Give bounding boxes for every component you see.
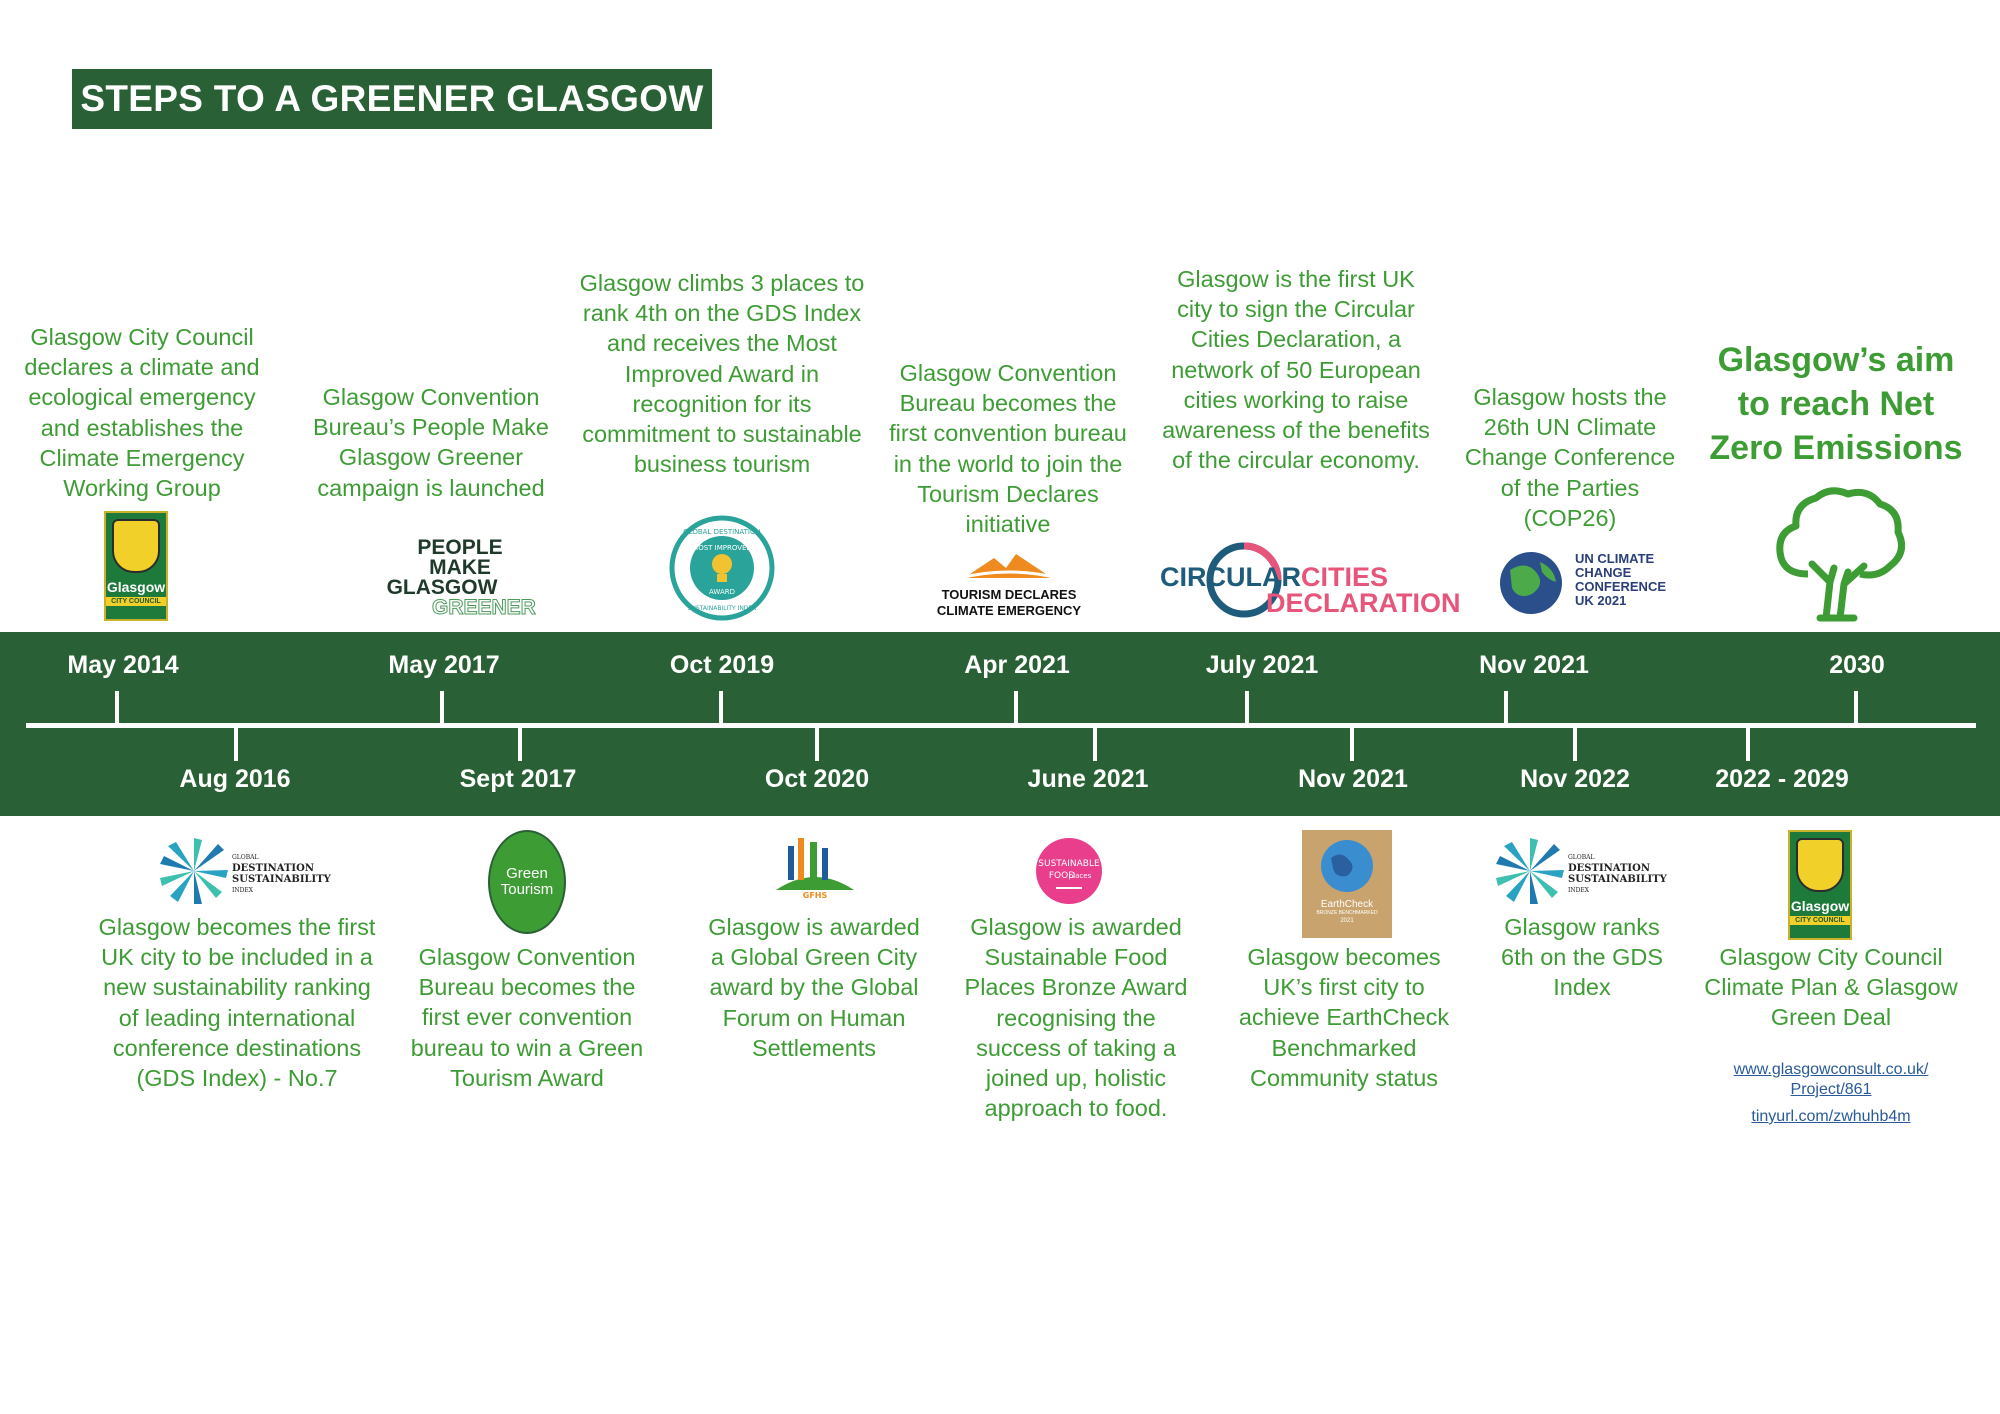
tick-nov-2022 [1573, 727, 1577, 761]
gds-index-logo: GLOBAL DESTINATION SUSTAINABILITY INDEX [1494, 836, 1674, 906]
earth-icon [1321, 840, 1373, 892]
circular-cities-declaration-logo: CIRCULARCITIES DECLARATION [1160, 540, 1460, 620]
tick-june-2021 [1093, 727, 1097, 761]
glasgow-city-council-logo: Glasgow CITY COUNCIL [104, 511, 168, 621]
page-title: STEPS TO A GREENER GLASGOW [72, 69, 712, 129]
event-2022-2029: Glasgow City Council Climate Plan & Glas… [1704, 944, 1958, 1031]
tick-sept-2017 [518, 727, 522, 761]
tick-oct-2020 [815, 727, 819, 761]
date-label: Nov 2022 [1520, 765, 1630, 793]
tinyurl-link[interactable]: tinyurl.com/zwhuhb4m [1751, 1108, 1911, 1125]
cop26-logo: UN CLIMATE CHANGE CONFERENCE UK 2021 [1496, 548, 1666, 618]
gds-most-improved-award-logo: GLOBAL DESTINATION MOST IMPROVED AWARD S… [669, 515, 775, 621]
date-label: May 2014 [67, 651, 179, 679]
tick-may-2014 [115, 691, 119, 725]
date-label: June 2021 [1027, 765, 1149, 793]
event-june-2021: Glasgow is awarded Sustainable Food Plac… [964, 914, 1188, 1122]
event-oct-2020: Glasgow is awarded a Global Green City a… [708, 914, 920, 1061]
date-label: Nov 2021 [1298, 765, 1408, 793]
tick-2030 [1854, 691, 1858, 725]
event-sept-2017: Glasgow Convention Bureau becomes the fi… [410, 944, 644, 1091]
svg-text:MOST IMPROVED: MOST IMPROVED [692, 544, 752, 552]
tick-aug-2016 [234, 727, 238, 761]
svg-text:places: places [1069, 872, 1092, 880]
circular-ring-icon [1206, 542, 1282, 618]
gds-burst-icon [1496, 838, 1564, 904]
tick-apr-2021 [1014, 691, 1018, 725]
globe-icon [1500, 552, 1562, 614]
date-label: Sept 2017 [459, 765, 577, 793]
tree-icon [1776, 487, 1906, 622]
sustainable-food-places-logo: SUSTAINABLE FOOD places [1036, 838, 1102, 904]
glasgow-consult-link[interactable]: www.glasgowconsult.co.uk/ Project/861 [1733, 1061, 1929, 1098]
svg-text:AWARD: AWARD [709, 588, 735, 596]
tick-nov-2021-top [1504, 691, 1508, 725]
event-apr-2021: Glasgow Convention Bureau becomes the fi… [889, 360, 1127, 538]
timeline-axis [26, 723, 1976, 728]
people-make-glasgow-greener-logo: PEOPLE MAKE GLASGOW GREENER [386, 536, 537, 619]
event-oct-2019: Glasgow climbs 3 places to rank 4th on t… [579, 270, 865, 478]
tourism-declares-logo: TOURISM DECLARES CLIMATE EMERGENCY [914, 550, 1104, 619]
event-july-2021: Glasgow is the first UK city to sign the… [1162, 266, 1430, 474]
date-label: 2030 [1829, 651, 1885, 679]
date-label: Aug 2016 [179, 765, 291, 793]
gds-burst-icon [160, 838, 228, 904]
tick-oct-2019 [719, 691, 723, 725]
trophy-icon [712, 554, 732, 574]
date-label: May 2017 [388, 651, 500, 679]
date-label: Oct 2019 [669, 651, 775, 679]
tick-nov-2021-bottom [1350, 727, 1354, 761]
event-nov-2021-bottom: Glasgow becomes UK’s first city to achie… [1238, 944, 1450, 1091]
gds-index-logo: GLOBAL DESTINATION SUSTAINABILITY INDEX [158, 836, 338, 906]
tick-july-2021 [1245, 691, 1249, 725]
event-nov-2022: Glasgow ranks 6th on the GDS Index [1501, 914, 1663, 1001]
crest-icon [1796, 838, 1844, 892]
date-label: Oct 2020 [764, 765, 870, 793]
date-label: July 2021 [1205, 651, 1319, 679]
date-label: Nov 2021 [1479, 651, 1589, 679]
crest-icon [112, 519, 160, 573]
svg-text:GFHS: GFHS [803, 891, 828, 900]
svg-text:GLOBAL DESTINATION: GLOBAL DESTINATION [683, 528, 760, 536]
svg-text:FOOD: FOOD [1049, 871, 1075, 881]
event-may-2017: Glasgow Convention Bureau’s People Make … [312, 384, 550, 501]
earthcheck-logo: EarthCheck BRONZE BENCHMARKED 2021 [1302, 830, 1392, 938]
svg-text:SUSTAINABLE: SUSTAINABLE [1038, 859, 1100, 869]
date-label: 2022 - 2029 [1715, 765, 1849, 793]
glasgow-city-council-logo: Glasgow CITY COUNCIL [1788, 830, 1852, 940]
event-may-2014: Glasgow City Council declares a climate … [24, 324, 260, 502]
tick-may-2017 [440, 691, 444, 725]
green-tourism-logo: Green Tourism [488, 830, 566, 934]
event-nov-2021-top: Glasgow hosts the 26th UN Climate Change… [1464, 384, 1676, 531]
mountain-wave-icon [959, 554, 1059, 580]
date-label: Apr 2021 [964, 651, 1070, 679]
event-2030: Glasgow’s aim to reach Net Zero Emission… [1709, 341, 1963, 467]
event-aug-2016: Glasgow becomes the first UK city to be … [98, 914, 376, 1092]
svg-text:SUSTAINABILITY INDEX: SUSTAINABILITY INDEX [688, 605, 757, 612]
gfhs-logo: GFHS [776, 838, 854, 900]
tick-2022-2029 [1746, 727, 1750, 761]
